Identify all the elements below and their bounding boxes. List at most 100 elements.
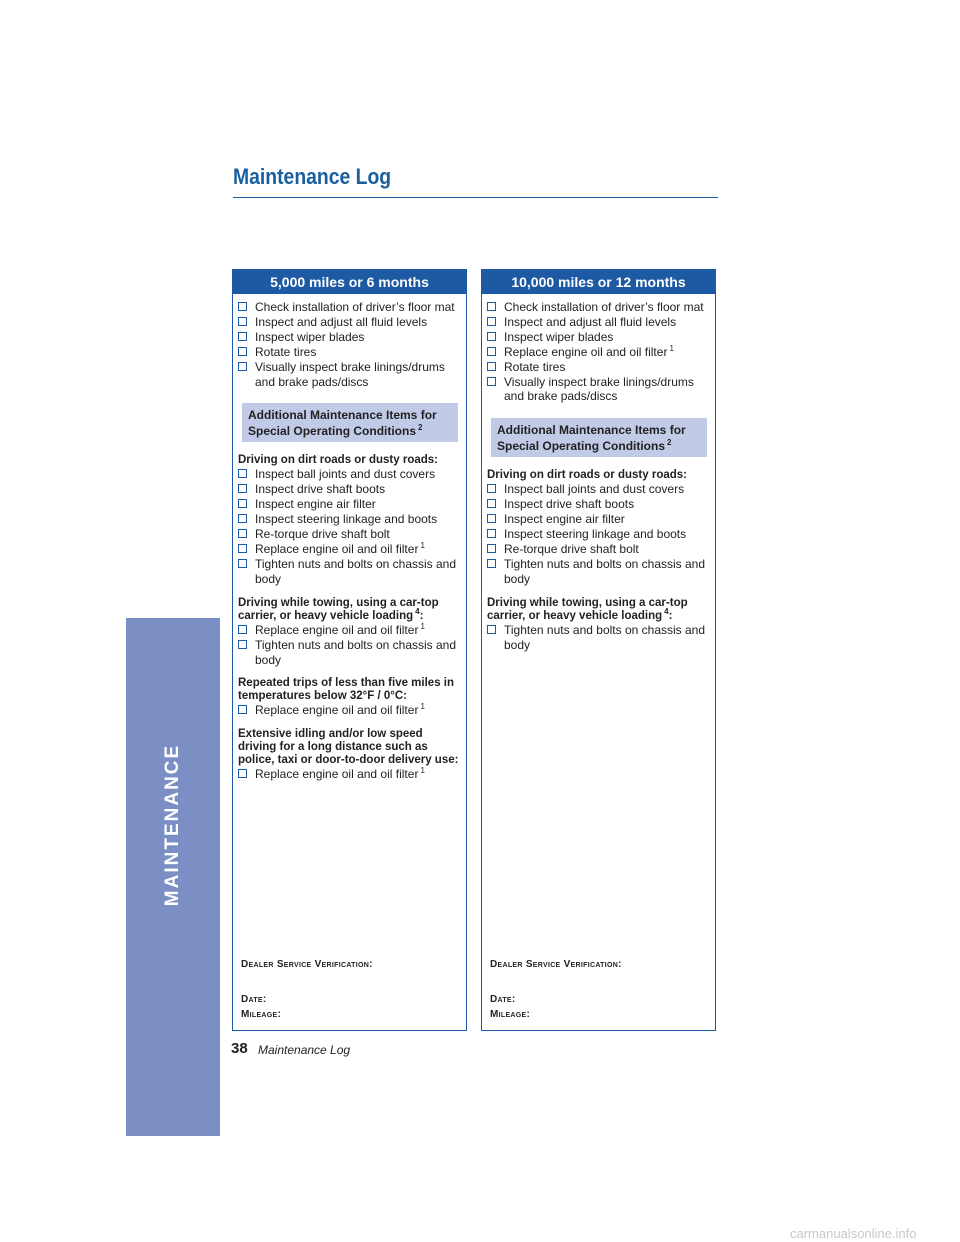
item-text: Check installation of driver’s floor mat	[255, 300, 455, 314]
checkbox[interactable]	[238, 558, 247, 568]
column-heading: 5,000 miles or 6 months	[233, 270, 466, 294]
checklist-item: Inspect steering linkage and boots	[238, 512, 462, 527]
checklist-item: Inspect steering linkage and boots	[487, 527, 711, 542]
item-text: Rotate tires	[255, 344, 317, 359]
checkbox[interactable]	[238, 543, 247, 553]
checkbox[interactable]	[487, 514, 496, 524]
footnote-ref: 1	[420, 702, 425, 712]
checkbox[interactable]	[238, 316, 247, 326]
checklist-item: Inspect ball joints and dust covers	[238, 467, 462, 482]
footnote-ref: 2	[667, 438, 672, 448]
footer-section-name: Maintenance Log	[258, 1043, 351, 1057]
dealer-label: Dealer Service Verification:	[490, 959, 622, 970]
dealer-label: Dealer Service Verification:	[241, 959, 373, 970]
column-10000-miles: 10,000 miles or 12 months Check installa…	[481, 269, 716, 1031]
checkbox[interactable]	[238, 639, 247, 649]
checkbox[interactable]	[238, 331, 247, 341]
checkbox[interactable]	[487, 529, 496, 539]
item-text: Replace engine oil and oil filter	[255, 541, 419, 556]
item-text: Replace engine oil and oil filter	[504, 344, 668, 359]
checkbox[interactable]	[487, 624, 496, 634]
checkbox[interactable]	[487, 346, 496, 356]
checklist-item: Re-torque drive shaft bolt	[487, 542, 711, 557]
checkbox[interactable]	[487, 499, 496, 509]
checkbox[interactable]	[487, 361, 496, 371]
checklist-item: Inspect drive shaft boots	[487, 497, 711, 512]
checklist-item: Inspect engine air filter	[487, 512, 711, 527]
item-text: Inspect drive shaft boots	[504, 497, 635, 512]
column-heading: 10,000 miles or 12 months	[482, 270, 715, 294]
checklist-item: Rotate tires	[238, 345, 462, 360]
condition-text: Driving while towing, using a car-top ca…	[238, 596, 439, 622]
footnote-ref: 1	[420, 766, 425, 776]
checklist-item: Check installation of driver’s floor mat	[238, 300, 462, 315]
checklist-item: Tighten nuts and bolts on chassis and bo…	[487, 623, 711, 653]
condition-heading: Driving on dirt roads or dusty roads:	[487, 469, 711, 482]
additional-items-title: Additional Maintenance Items for Special…	[497, 423, 686, 454]
item-text: Inspect engine air filter	[504, 512, 625, 527]
checklist-item: Tighten nuts and bolts on chassis and bo…	[238, 638, 462, 668]
item-text: Inspect wiper blades	[504, 329, 614, 344]
checkbox[interactable]	[238, 469, 247, 479]
additional-items-title: Additional Maintenance Items for Special…	[248, 408, 437, 439]
checkbox[interactable]	[238, 624, 247, 634]
footnote-ref: 2	[418, 423, 423, 433]
checklist-item: Check installation of driver’s floor mat	[487, 300, 711, 315]
checklist-item: Inspect wiper blades	[238, 330, 462, 345]
checkbox[interactable]	[238, 361, 247, 371]
footnote-ref: 4	[415, 606, 420, 616]
checkbox[interactable]	[487, 543, 496, 553]
condition-heading: Driving while towing, using a car-top ca…	[487, 597, 711, 623]
item-text: Replace engine oil and oil filter	[255, 622, 419, 637]
column-body: Check installation of driver’s floor mat…	[482, 294, 715, 653]
checkbox[interactable]	[238, 302, 247, 311]
item-text: Inspect steering linkage and boots	[255, 512, 438, 527]
item-text: Replace engine oil and oil filter	[255, 767, 419, 782]
item-text: Inspect steering linkage and boots	[504, 527, 687, 542]
item-text: Inspect drive shaft boots	[255, 482, 386, 497]
checkbox[interactable]	[238, 769, 247, 779]
condition-suffix: :	[419, 609, 424, 622]
condition-text: Driving on dirt roads or dusty roads:	[487, 469, 687, 482]
side-tab-label-wrap: MAINTENANCE	[126, 618, 220, 1136]
date-label: Date:	[241, 994, 267, 1005]
item-text: Inspect wiper blades	[255, 329, 365, 344]
checkbox[interactable]	[487, 331, 496, 341]
checkbox[interactable]	[238, 529, 247, 539]
checkbox[interactable]	[238, 514, 247, 524]
checklist-item: Tighten nuts and bolts on chassis and bo…	[238, 557, 462, 587]
checkbox[interactable]	[487, 376, 496, 386]
additional-items-box: Additional Maintenance Items for Special…	[491, 418, 707, 458]
date-label: Date:	[490, 994, 516, 1005]
item-text: Rotate tires	[504, 359, 566, 374]
checkbox[interactable]	[238, 499, 247, 509]
item-text: Replace engine oil and oil filter	[255, 703, 419, 718]
footnote-ref: 4	[664, 606, 669, 616]
column-body: Check installation of driver’s floor mat…	[233, 294, 466, 782]
mileage-label: Mileage:	[490, 1009, 531, 1020]
checkbox[interactable]	[238, 484, 247, 494]
item-text: Visually inspect brake linings/drums and…	[504, 374, 694, 404]
checkbox[interactable]	[238, 705, 247, 715]
checkbox[interactable]	[487, 316, 496, 326]
item-text: Inspect and adjust all fluid levels	[504, 314, 677, 329]
checklist-item: Re-torque drive shaft bolt	[238, 527, 462, 542]
side-tab-label: MAINTENANCE	[162, 743, 184, 907]
condition-heading: Driving on dirt roads or dusty roads:	[238, 454, 462, 467]
mileage-label: Mileage:	[241, 1009, 282, 1020]
checkbox[interactable]	[238, 346, 247, 356]
checkbox[interactable]	[487, 302, 496, 311]
checkbox[interactable]	[487, 484, 496, 494]
checkbox[interactable]	[487, 558, 496, 568]
item-text: Visually inspect brake linings/drums and…	[255, 359, 445, 389]
checklist-item: Inspect drive shaft boots	[238, 482, 462, 497]
item-text: Inspect and adjust all fluid levels	[255, 314, 428, 329]
watermark: carmanualsonline.info	[790, 1226, 917, 1241]
condition-text: Repeated trips of less than five miles i…	[238, 677, 455, 703]
checklist-item: Inspect wiper blades	[487, 330, 711, 345]
column-5000-miles: 5,000 miles or 6 months Check installati…	[232, 269, 467, 1031]
